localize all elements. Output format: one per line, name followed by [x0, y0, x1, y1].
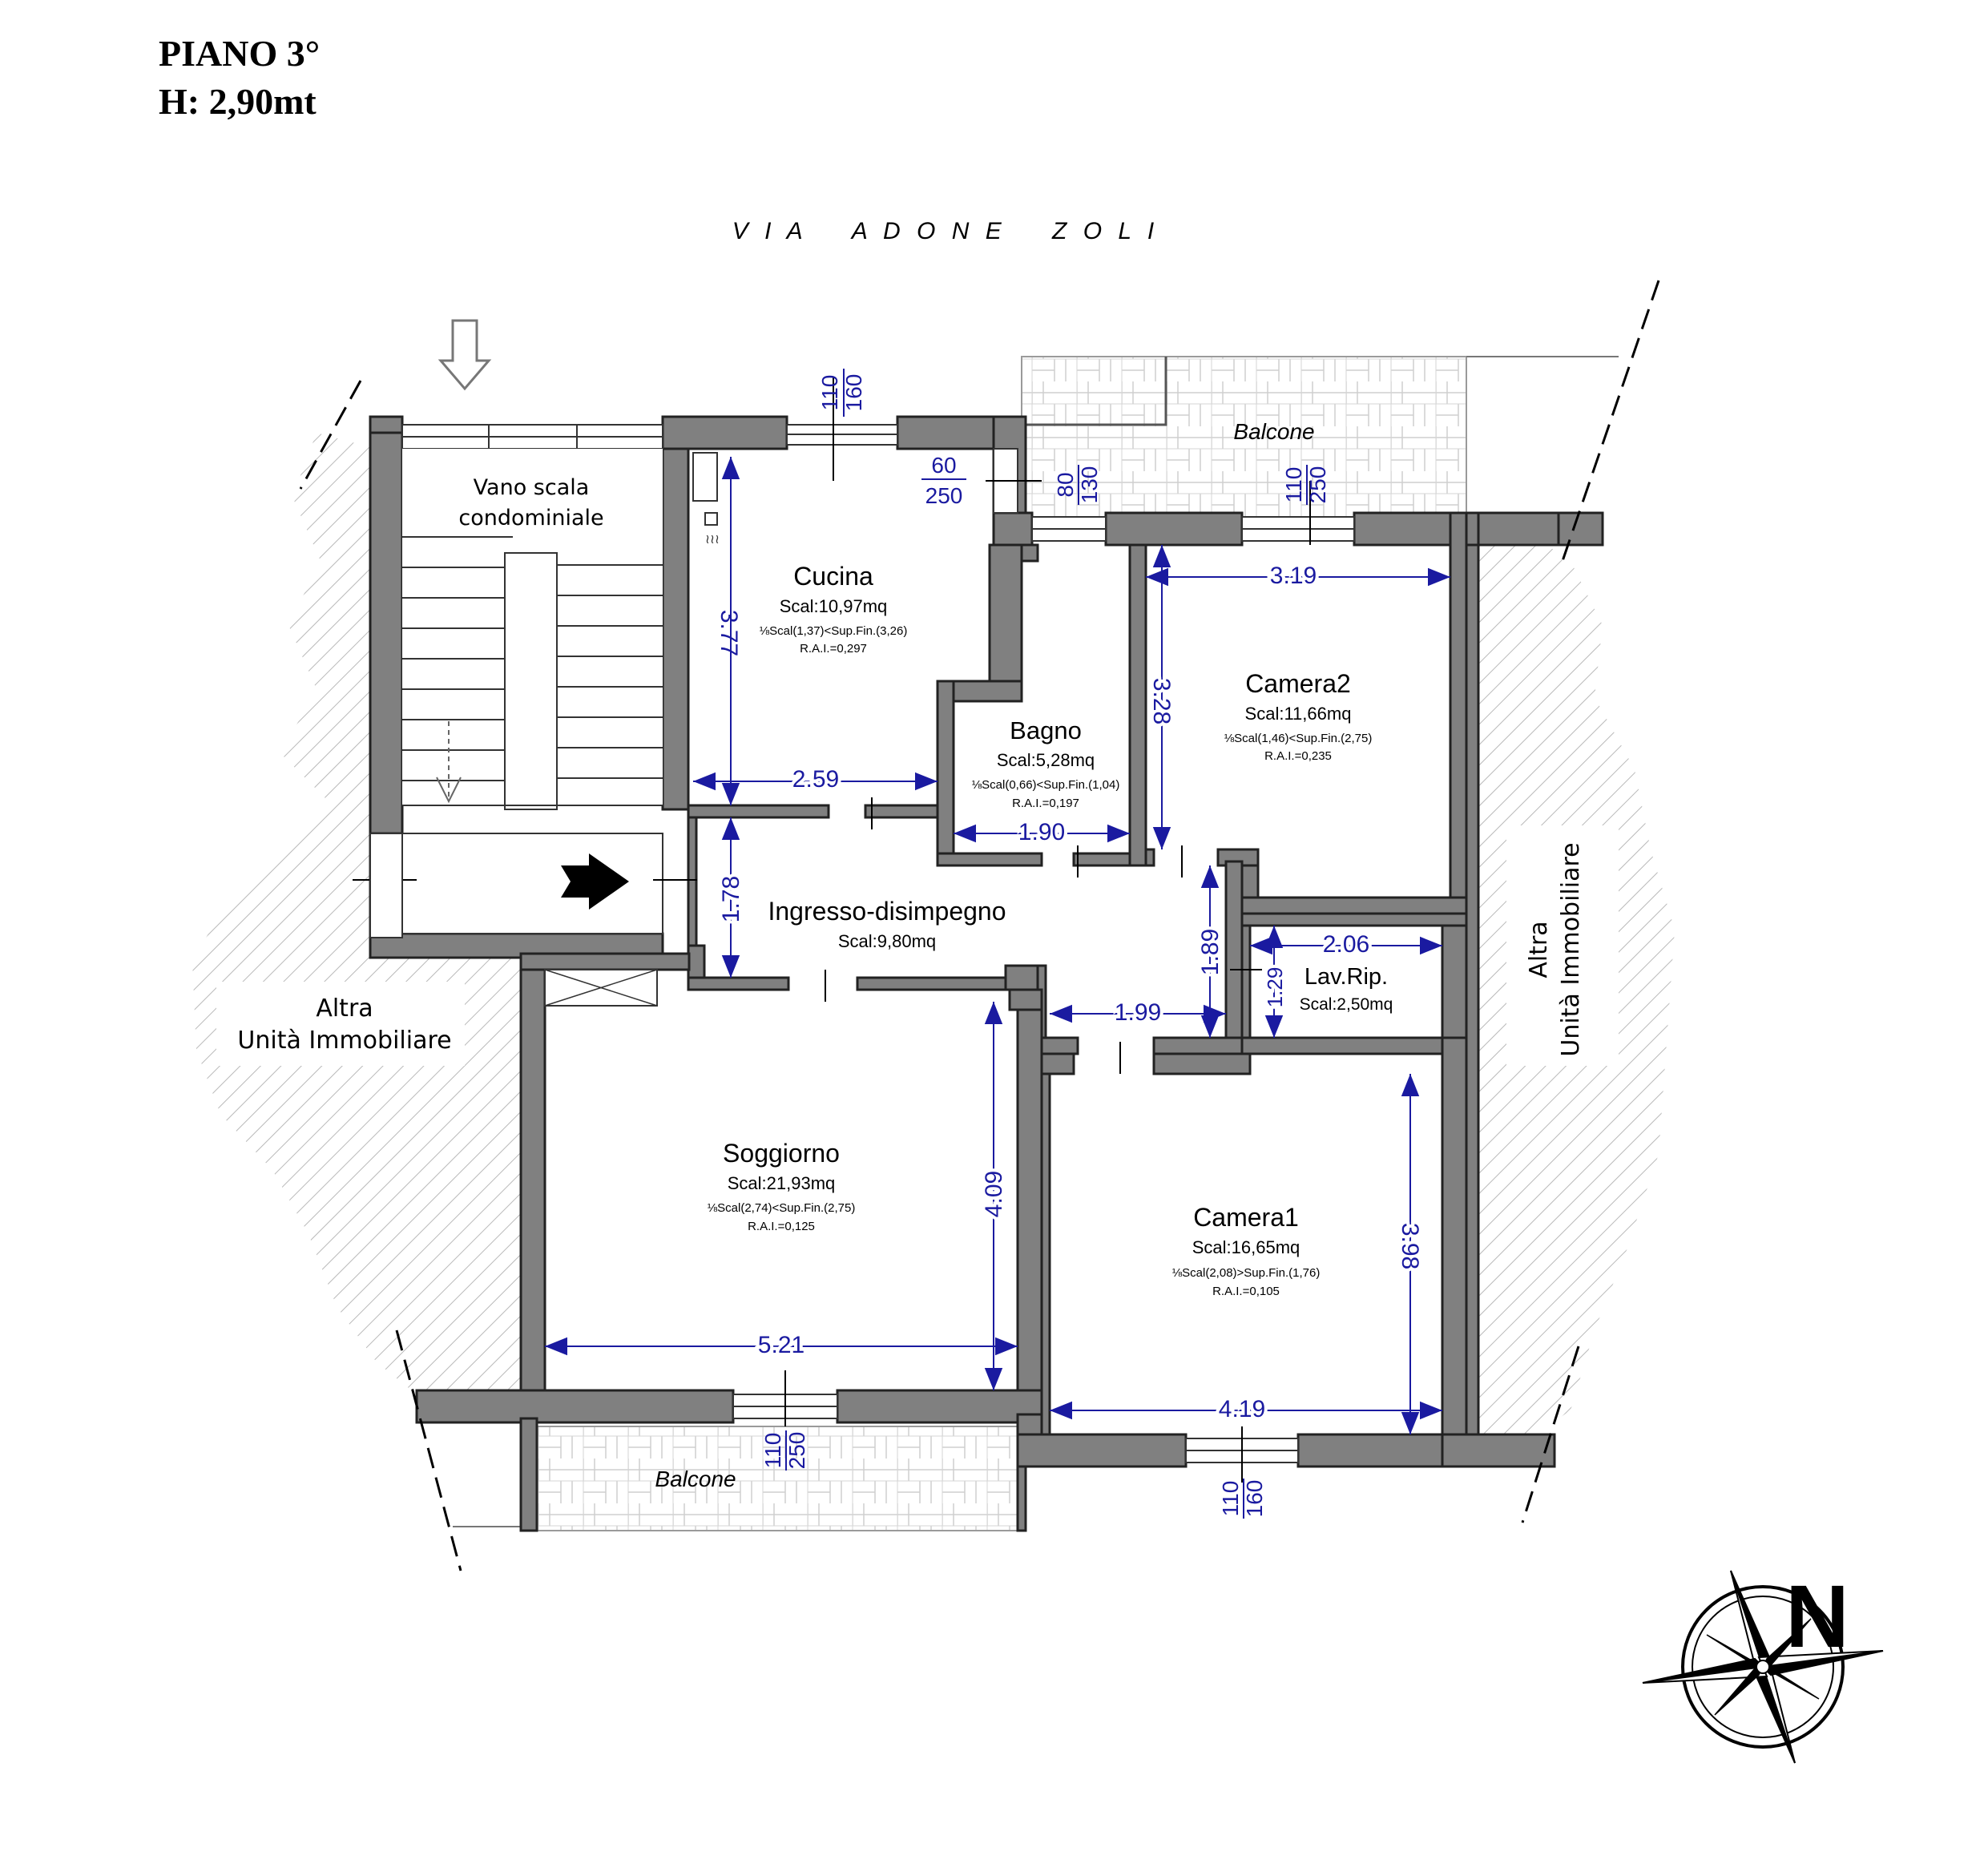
room-cucina-rai: R.A.I.=0,297	[800, 642, 867, 656]
room-bagno-ratio: ⅛Scal(0,66)<Sup.Fin.(1,04)	[972, 778, 1120, 792]
neighbor-right-line1: Altra	[1525, 921, 1553, 978]
room-lavrip-area: Scal:2,50mq	[1300, 995, 1393, 1014]
win4-width: 110	[1281, 467, 1306, 503]
win4-height: 250	[1305, 466, 1330, 504]
dim-lavrip-width: 2.06	[1323, 931, 1369, 958]
dim-soggiorno-height: 4.09	[981, 1171, 1007, 1217]
dim-camera2-width: 3.19	[1270, 563, 1317, 589]
floor-height: H: 2,90mt	[159, 81, 317, 122]
room-soggiorno-name: Soggiorno	[723, 1139, 840, 1168]
room-cucina-ratio: ⅛Scal(1,37)<Sup.Fin.(3,26)	[760, 624, 908, 638]
street-name: V I A A D O N E Z O L I	[732, 218, 1159, 244]
win6-width: 110	[1218, 1481, 1243, 1517]
room-ingresso-name: Ingresso-disimpegno	[768, 897, 1006, 926]
dimension-lines	[545, 457, 1450, 1434]
room-soggiorno-area: Scal:21,93mq	[728, 1173, 836, 1193]
dim-ingresso-width: 1.99	[1115, 999, 1161, 1026]
stairs	[401, 449, 663, 934]
balcony-bottom-floor	[534, 1426, 1026, 1531]
balcony-top-label: Balcone	[1233, 419, 1314, 444]
room-camera2-rai: R.A.I.=0,235	[1264, 749, 1332, 763]
floor-title: PIANO 3°	[159, 33, 321, 74]
kitchen-hob-icon: ≀≀≀	[705, 533, 720, 547]
win5-height: 250	[784, 1432, 809, 1470]
room-cucina-name: Cucina	[793, 562, 873, 591]
win6-height: 160	[1242, 1480, 1267, 1518]
dim-ingresso-height2: 1.89	[1197, 929, 1224, 975]
win2-height: 250	[925, 483, 963, 508]
entrance-arrow-icon	[438, 319, 492, 391]
neighbor-left-hatch	[192, 417, 521, 1394]
win3-height: 130	[1077, 466, 1102, 504]
room-bagno-name: Bagno	[1010, 716, 1082, 744]
room-camera2-area: Scal:11,66mq	[1245, 704, 1352, 724]
dim-camera1-width: 4.19	[1219, 1396, 1265, 1422]
balcony-bottom-label: Balcone	[655, 1467, 736, 1491]
win1-width: 110	[817, 375, 842, 411]
dim-bagno-width: 1.90	[1018, 819, 1065, 845]
dim-ingresso-height: 1.78	[718, 876, 744, 922]
win3-width: 80	[1053, 472, 1078, 497]
compass-north-label: N	[1785, 1567, 1849, 1666]
win1-height: 160	[841, 374, 866, 412]
neighbor-left-line1: Altra	[316, 995, 373, 1023]
neighbor-right-line2: Unità Immobiliare	[1557, 842, 1585, 1056]
dim-camera1-height: 3.98	[1397, 1223, 1423, 1269]
compass-rose-icon	[1642, 1570, 1884, 1764]
room-camera2-name: Camera2	[1245, 669, 1351, 698]
room-camera1-name: Camera1	[1193, 1203, 1299, 1232]
neighbor-left-line2: Unità Immobiliare	[237, 1027, 451, 1055]
dim-cucina-height: 3.77	[716, 610, 742, 656]
dim-camera2-height: 3.28	[1148, 678, 1175, 724]
room-bagno-rai: R.A.I.=0,197	[1012, 797, 1079, 810]
stair-label-line2: condominiale	[458, 506, 603, 531]
dim-cucina-width: 2.59	[792, 766, 839, 793]
win2-width: 60	[931, 453, 956, 478]
room-cucina-area: Scal:10,97mq	[780, 596, 888, 616]
room-lavrip-name: Lav.Rip.	[1304, 964, 1388, 990]
dim-lavrip-height: 1.29	[1263, 967, 1287, 1008]
stair-label-line1: Vano scala	[474, 475, 590, 500]
room-camera1-area: Scal:16,65mq	[1192, 1237, 1300, 1257]
room-soggiorno-ratio: ⅛Scal(2,74)<Sup.Fin.(2,75)	[708, 1201, 856, 1215]
room-camera1-rai: R.A.I.=0,105	[1212, 1285, 1280, 1298]
apartment-entry-arrow-icon	[561, 853, 629, 910]
dim-soggiorno-width: 5.21	[758, 1332, 804, 1358]
walls	[369, 415, 1604, 1532]
room-bagno-area: Scal:5,28mq	[997, 750, 1095, 770]
room-soggiorno-rai: R.A.I.=0,125	[748, 1220, 815, 1233]
room-camera1-ratio: ⅛Scal(2,08)>Sup.Fin.(1,76)	[1172, 1266, 1321, 1280]
room-camera2-ratio: ⅛Scal(1,46)<Sup.Fin.(2,75)	[1224, 732, 1373, 745]
room-ingresso-area: Scal:9,80mq	[838, 931, 936, 951]
win5-width: 110	[760, 1433, 785, 1469]
